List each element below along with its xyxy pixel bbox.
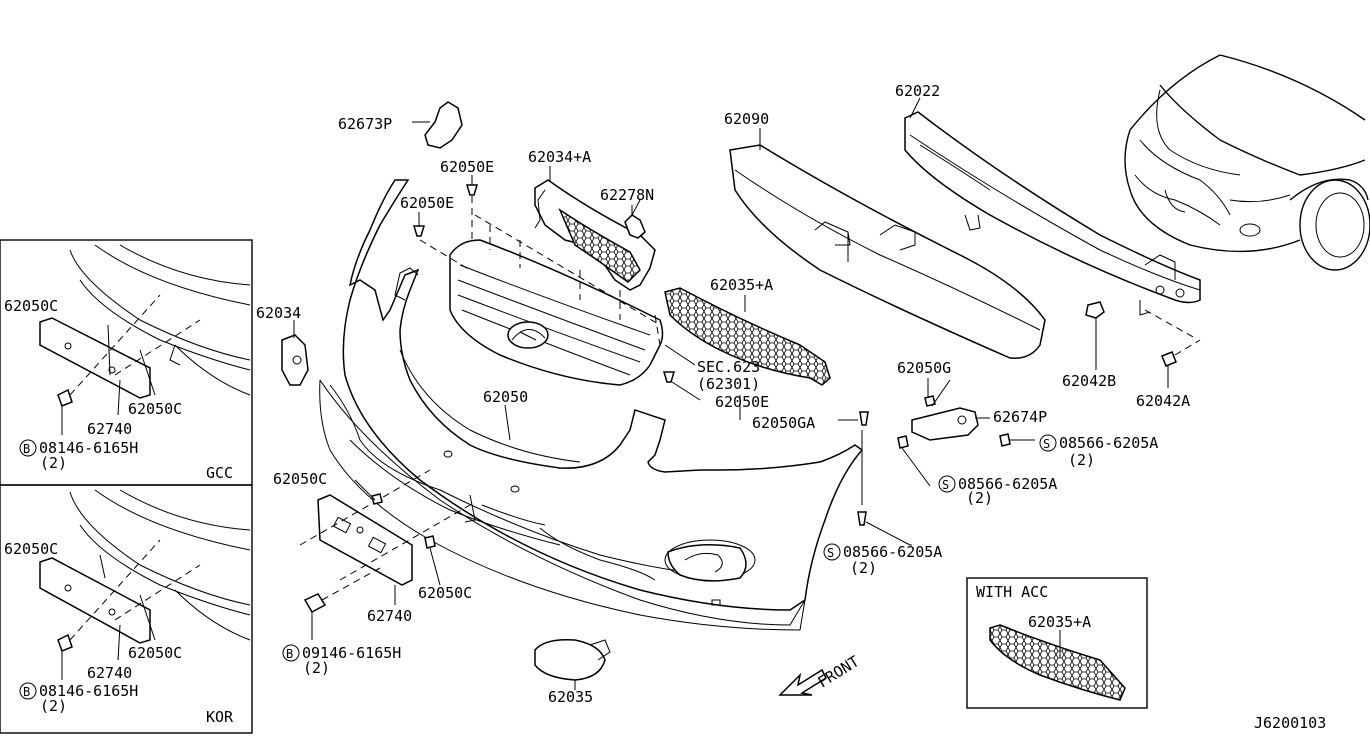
label-62050e-low: 62050E xyxy=(715,393,769,411)
bumper-absorber-62022 xyxy=(904,111,1201,304)
side-bracket-62034 xyxy=(281,320,309,386)
kor-label-bolt-qty: (2) xyxy=(40,697,67,715)
gcc-region: GCC xyxy=(206,464,233,482)
inset-acc-labels: WITH ACC 62035+A xyxy=(976,583,1091,631)
label-62674p: 62674P xyxy=(993,408,1047,426)
bumper-reinforcement-62090 xyxy=(729,144,1046,359)
label-09146-main-qty: (2) xyxy=(303,659,330,677)
b-symbol-main xyxy=(282,644,300,662)
clip-62050e-top xyxy=(465,175,479,240)
bumper-fascia-62050 xyxy=(319,179,864,631)
vehicle-silhouette xyxy=(1124,54,1370,271)
fasteners-right xyxy=(857,379,1035,546)
label-62740-main: 62740 xyxy=(367,607,412,625)
label-09146-main: 09146-6165H xyxy=(302,644,401,662)
s-symbol-1-letter: S xyxy=(1043,437,1050,451)
b-symbol-main-letter: B xyxy=(286,647,293,661)
kor-label-bolt: 08146-6165H xyxy=(39,682,138,700)
label-62042a: 62042A xyxy=(1136,392,1190,410)
kor-b-symbol xyxy=(19,682,37,700)
label-62278n: 62278N xyxy=(600,186,654,204)
label-front: FRONT xyxy=(815,652,863,691)
label-08566-3: 08566-6205A xyxy=(843,543,942,561)
license-plate-bracket-main xyxy=(299,469,471,640)
label-62673p: 62673P xyxy=(338,115,392,133)
leader-lines xyxy=(504,97,929,441)
grille-frame-62034a xyxy=(534,179,656,291)
bolt-62042a xyxy=(1139,300,1201,388)
assembly-lines-grille xyxy=(419,214,696,366)
inset-kor-labels: 62050C 62050C 62740 B 08146-6165H (2) KO… xyxy=(4,540,234,726)
inset-kor xyxy=(0,484,253,734)
bracket-62674p xyxy=(911,395,990,441)
label-62034a: 62034+A xyxy=(528,148,591,166)
label-62050: 62050 xyxy=(483,388,528,406)
kor-label-62740: 62740 xyxy=(87,664,132,682)
nut-62042b xyxy=(1085,301,1105,370)
acc-part: 62035+A xyxy=(1028,613,1091,631)
label-62035: 62035 xyxy=(548,688,593,706)
label-62035a: 62035+A xyxy=(710,276,773,294)
s-symbol-2-letter: S xyxy=(942,478,949,492)
s-symbol-2 xyxy=(938,475,956,493)
front-arrow xyxy=(778,668,827,696)
label-62022: 62022 xyxy=(895,82,940,100)
label-sec623: SEC.623 xyxy=(697,358,760,376)
inset-with-acc xyxy=(966,577,1148,709)
inset-gcc-labels: 62050C 62050C 62740 B 08146-6165H (2) GC… xyxy=(4,297,233,482)
label-62050g: 62050G xyxy=(897,359,951,377)
label-62090: 62090 xyxy=(724,110,769,128)
clip-62050e-mid xyxy=(412,212,426,237)
inset-gcc xyxy=(0,239,253,486)
kor-region: KOR xyxy=(206,708,234,726)
label-08566-1-qty: (2) xyxy=(1068,451,1095,469)
label-08566-3-qty: (2) xyxy=(850,559,877,577)
part-labels: 62673P 62050E 62050E 62034+A 62278N 6209… xyxy=(256,82,1326,732)
kor-b-symbol-letter: B xyxy=(23,685,30,699)
lower-grille-62035a xyxy=(664,287,831,386)
kor-label-62050c-b: 62050C xyxy=(128,644,182,662)
label-08566-2: 08566-6205A xyxy=(958,475,1057,493)
s-symbol-3-letter: S xyxy=(827,546,834,560)
gcc-label-bolt-qty: (2) xyxy=(40,454,67,472)
label-drawing-no: J6200103 xyxy=(1254,714,1326,732)
s-symbol-1 xyxy=(1039,434,1057,452)
gcc-label-62050c-a: 62050C xyxy=(4,297,58,315)
label-62050ga: 62050GA xyxy=(752,414,815,432)
s-symbol-3 xyxy=(823,543,841,561)
acc-title: WITH ACC xyxy=(976,583,1048,601)
fog-lamp-cover-62035 xyxy=(534,638,611,690)
label-62050c-main2: 62050C xyxy=(418,584,472,602)
gcc-b-symbol xyxy=(19,439,37,457)
clip-62050e-low xyxy=(662,371,701,401)
label-62050e-top: 62050E xyxy=(440,158,494,176)
label-62042b: 62042B xyxy=(1062,372,1116,390)
label-62034: 62034 xyxy=(256,304,301,322)
gcc-b-symbol-letter: B xyxy=(23,442,30,456)
gcc-label-bolt: 08146-6165H xyxy=(39,439,138,457)
gcc-label-62740: 62740 xyxy=(87,420,132,438)
label-sec623-ref: (62301) xyxy=(697,375,760,393)
bracket-62673p xyxy=(412,101,463,149)
label-62050e-mid: 62050E xyxy=(400,194,454,212)
label-62050c-main: 62050C xyxy=(273,470,327,488)
gcc-label-62050c-b: 62050C xyxy=(128,400,182,418)
kor-label-62050c-a: 62050C xyxy=(4,540,58,558)
label-08566-2-qty: (2) xyxy=(966,489,993,507)
label-08566-1: 08566-6205A xyxy=(1059,434,1158,452)
